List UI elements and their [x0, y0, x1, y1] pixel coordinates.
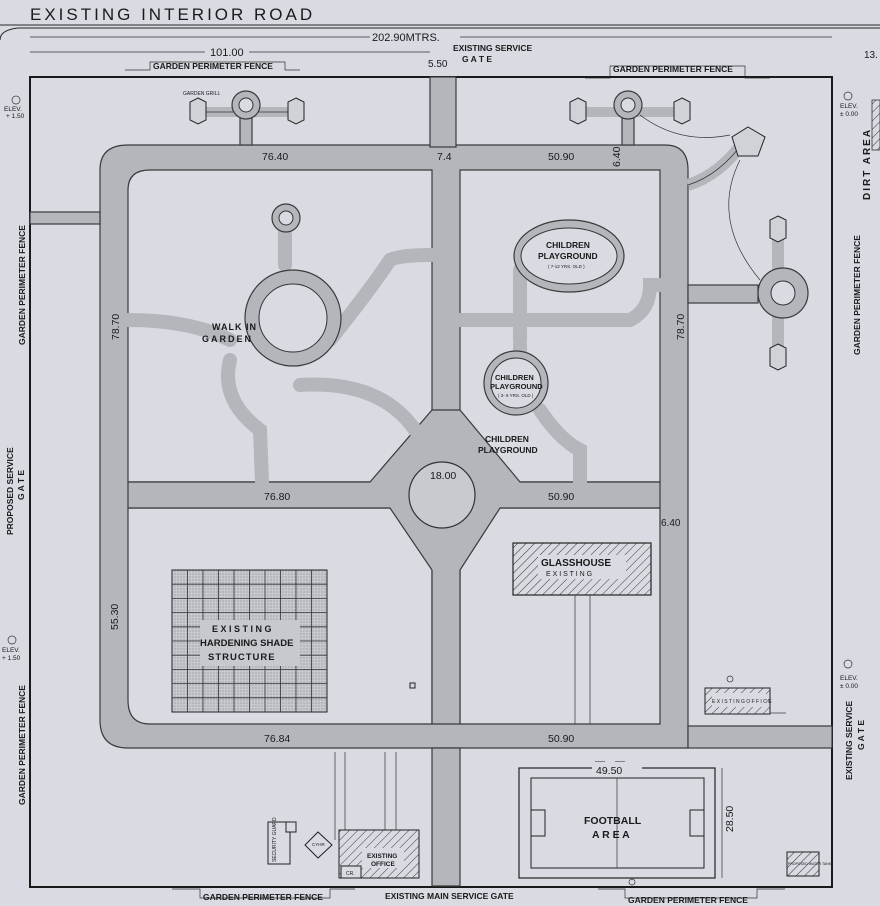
- glasshouse-sublabel: E X I S T I N G: [546, 571, 592, 578]
- water-tank-label: PROPOSED WATER TANK: [788, 862, 832, 866]
- dim-circle: 18.00: [430, 470, 456, 482]
- cyhr-label: CYHR: [312, 842, 326, 847]
- gazebo-top-left: [189, 90, 305, 146]
- playground1-label-2: PLAYGROUND: [538, 251, 598, 261]
- dim-mid-vert: 6.40: [661, 518, 681, 529]
- playground2-age: ( 3- 6 YRS. OLD ): [498, 393, 534, 398]
- dim-mid-right: 50.90: [548, 491, 574, 503]
- dim-bottom-left: 76.84: [264, 733, 290, 745]
- shade-label-1: E X I S T I N G: [212, 624, 272, 634]
- elev-marker-right-bottom: ELEV. ± 0.00: [840, 659, 858, 690]
- proposed-service-label: PROPOSED SERVICE: [5, 447, 15, 535]
- football-height-dim: 28.50: [724, 806, 736, 832]
- svg-text:ELEV.: ELEV.: [2, 647, 20, 654]
- walk-in-garden-label: GARDEN: [202, 334, 253, 344]
- svg-text:± 0.00: ± 0.00: [840, 111, 858, 118]
- right-edge-dim: 13.: [864, 50, 878, 61]
- dim-top-left: 76.40: [262, 151, 288, 163]
- svg-text:+ 1.50: + 1.50: [2, 655, 21, 662]
- playground1-age: ( 7-12 YRS. OLD ): [548, 264, 585, 269]
- existing-office-bottom: [267, 752, 420, 879]
- proposed-gate-label: G A T E: [16, 470, 26, 500]
- glasshouse: [512, 542, 652, 724]
- football-label-2: A R E A: [592, 829, 630, 841]
- existing-service-gate-top: EXISTING SERVICE: [453, 43, 533, 53]
- fence-label-top-left: GARDEN PERIMETER FENCE: [153, 61, 273, 71]
- shade-label-3: STRUCTURE: [208, 652, 276, 663]
- existing-service-right: EXISTING SERVICE: [844, 700, 854, 780]
- svg-text:ELEV.: ELEV.: [840, 103, 858, 110]
- interior-road-title: EXISTING INTERIOR ROAD: [30, 5, 315, 24]
- dirt-area-label: DIRT AREA: [862, 128, 873, 200]
- playground-paths: [453, 219, 667, 489]
- dim-top-mid: 7.4: [437, 151, 452, 163]
- dim-top-vert: 6.40: [611, 146, 623, 167]
- garden-grill-label: GARDEN GRILL: [183, 91, 220, 97]
- east-gate-road: [687, 725, 833, 749]
- gate-right: G A T E: [856, 720, 866, 750]
- fence-label-left-bottom: GARDEN PERIMETER FENCE: [17, 685, 27, 805]
- fence-label-top-right: GARDEN PERIMETER FENCE: [613, 64, 733, 74]
- road-curb-line: [0, 27, 880, 41]
- north-gate-road: [429, 76, 457, 148]
- walk-in-garden-paths: [121, 203, 439, 489]
- existing-office-label-1: EXISTING: [367, 853, 397, 860]
- elev-marker-right-top: ELEV. ± 0.00: [840, 91, 858, 118]
- playground3-label-2: PLAYGROUND: [478, 445, 538, 455]
- playground1-label-1: CHILDREN: [546, 240, 590, 250]
- service-gate-width-dim: 5.50: [428, 59, 448, 70]
- dim-lower-left-vert: 55.30: [109, 604, 121, 630]
- football-label-1: FOOTBALL: [584, 815, 642, 827]
- shade-label-2: HARDENING SHADE: [200, 638, 293, 649]
- water-tank: [786, 851, 820, 877]
- football-width-dim: 49.50: [596, 765, 622, 777]
- gazebo-top-right: [569, 90, 691, 146]
- left-width-dim: 101.00: [210, 47, 244, 59]
- dim-left-vert: 78.70: [110, 314, 122, 340]
- fence-label-bottom-right: GARDEN PERIMETER FENCE: [628, 895, 748, 905]
- svg-text:ELEV.: ELEV.: [840, 675, 858, 682]
- fence-label-bottom-left: GARDEN PERIMETER FENCE: [203, 892, 323, 902]
- playground2-label-1: CHILDREN: [495, 373, 534, 382]
- central-circle: [408, 461, 476, 529]
- main-gate-label: EXISTING MAIN SERVICE GATE: [385, 891, 514, 901]
- dim-top-right: 50.90: [548, 151, 574, 163]
- dim-mid-left: 76.80: [264, 491, 290, 503]
- dim-bottom-right: 50.90: [548, 733, 574, 745]
- gazebo-right: [757, 215, 809, 371]
- fence-label-left-top: GARDEN PERIMETER FENCE: [17, 225, 27, 345]
- playground2-label-2: PLAYGROUND: [490, 382, 543, 391]
- east-stub-road: [687, 284, 759, 304]
- south-gate-road: [431, 747, 461, 887]
- existing-office-label-2: OFFICE: [371, 861, 395, 868]
- fence-label-right: GARDEN PERIMETER FENCE: [852, 235, 862, 355]
- cr-label: CR.: [346, 871, 355, 877]
- existing-office-box: [704, 675, 786, 715]
- walk-in-label: WALK IN: [212, 322, 257, 332]
- elev-marker-left-top: ELEV. + 1.50: [4, 95, 25, 120]
- existing-office-box-label: E X I S T I N G O F F I C E: [712, 699, 772, 705]
- west-stub-road: [29, 211, 101, 225]
- gate-top: G A T E: [462, 54, 492, 64]
- pentagon-pavilion: [731, 126, 766, 157]
- security-guard-label: SECURITY GUARD: [272, 817, 278, 862]
- dim-right-vert: 78.70: [675, 314, 687, 340]
- elev-marker-left-bottom: ELEV. + 1.50: [2, 635, 21, 662]
- playground3-label-1: CHILDREN: [485, 434, 529, 444]
- svg-text:ELEV.: ELEV.: [4, 106, 22, 113]
- svg-text:+ 1.50: + 1.50: [6, 113, 25, 120]
- total-width-dim: 202.90MTRS.: [372, 32, 440, 44]
- svg-text:± 0.00: ± 0.00: [840, 683, 858, 690]
- glasshouse-label: GLASSHOUSE: [541, 558, 611, 569]
